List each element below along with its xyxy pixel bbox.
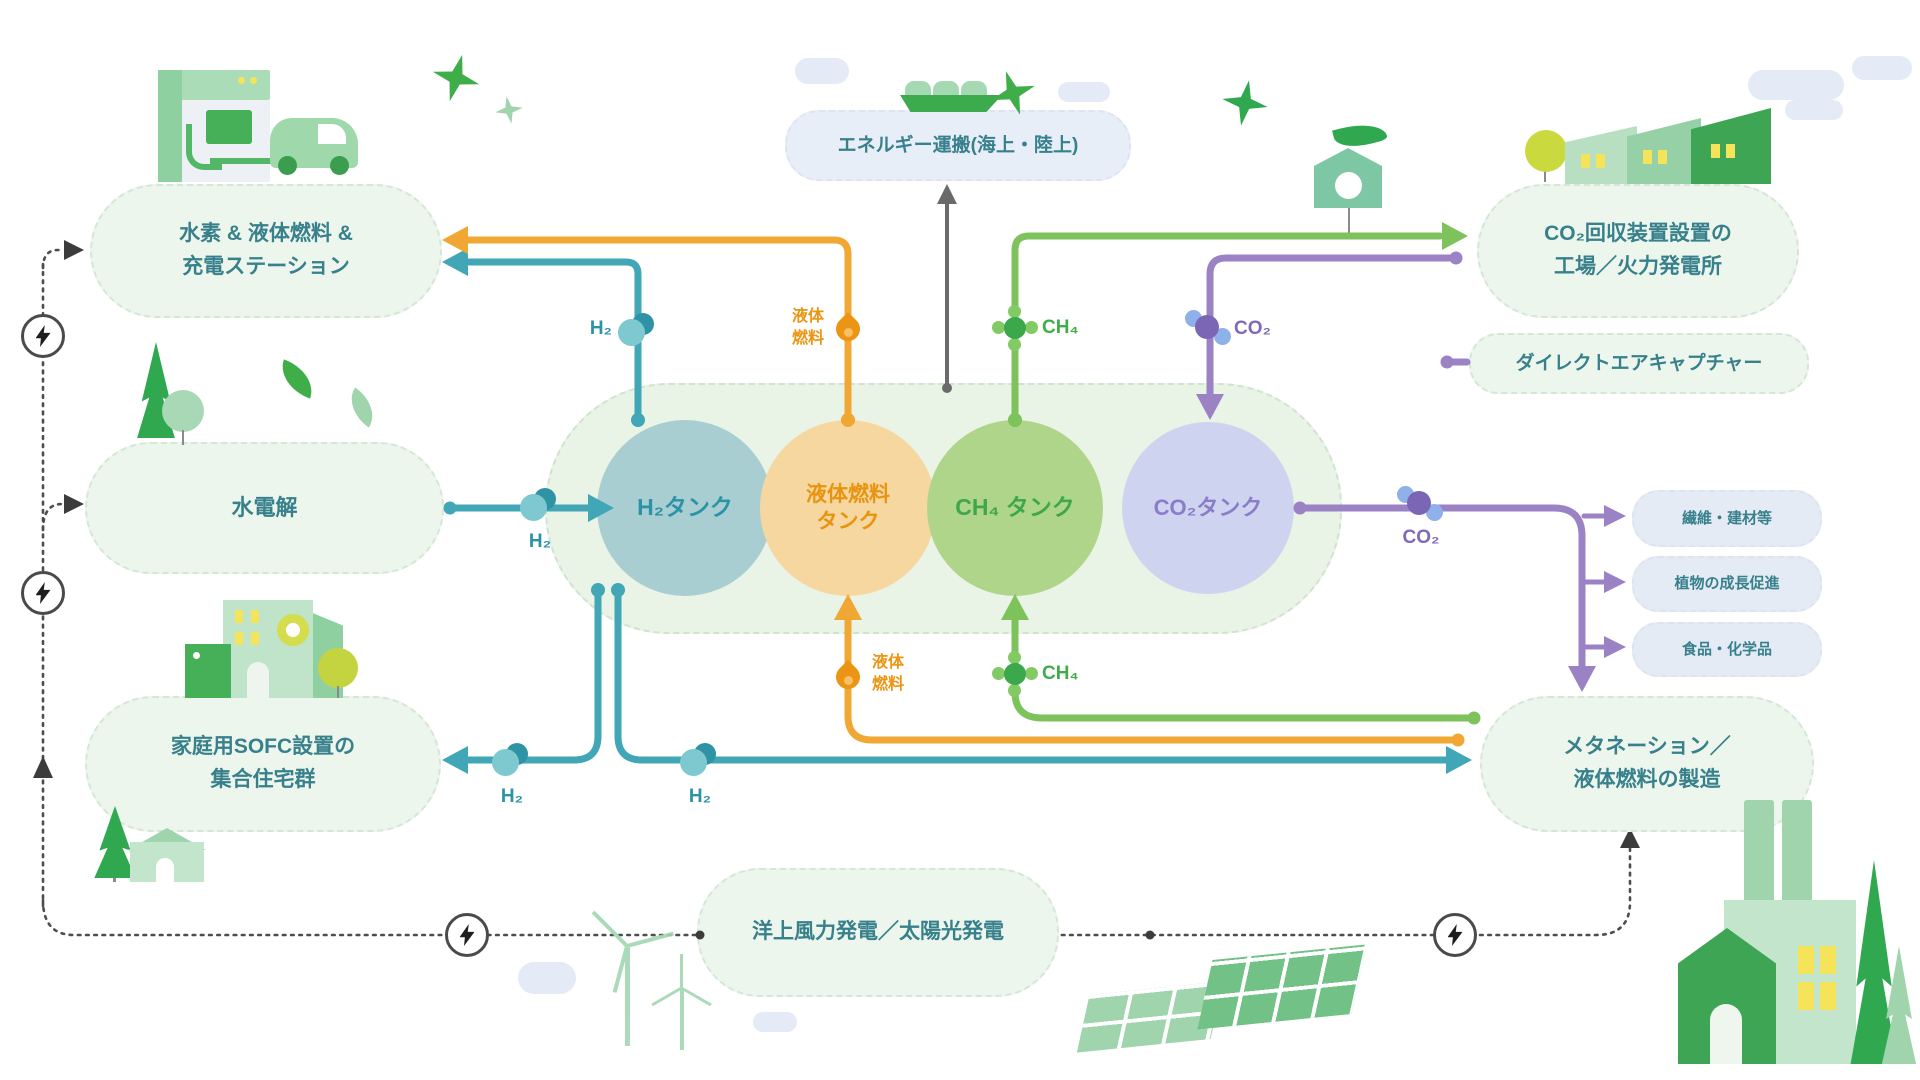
co2-tank: CO₂タンク: [1122, 422, 1294, 594]
h2-tank-label: H₂タンク: [637, 494, 733, 521]
house-illustration: [92, 806, 210, 882]
ch4-molecule-icon: [992, 651, 1038, 697]
liquid-fuel-tank: 液体燃料 タンク: [760, 420, 936, 596]
liquid-fuel-droplet-icon: [831, 309, 865, 347]
h2-molecule-icon: [680, 743, 720, 777]
sofc-label-line1: 家庭用SOFC設置の: [170, 735, 356, 759]
cloud-icon: [1852, 56, 1912, 80]
co2-flow-label: CO₂: [1234, 318, 1271, 339]
ch4-molecule-icon: [992, 305, 1038, 351]
use-box-materials: 繊維・建材等: [1632, 490, 1822, 547]
birdhouse-illustration: [1312, 118, 1392, 236]
co2-molecule-icon: [1185, 310, 1231, 346]
apartments-illustration: [185, 600, 380, 698]
charging-station-illustration: [150, 64, 380, 186]
co2-molecule-icon: [1397, 486, 1443, 522]
ch4-tank-label: CH₄ タンク: [955, 494, 1075, 521]
h2-molecule-icon: [618, 313, 658, 347]
car-wheel: [278, 156, 297, 175]
electricity-icon: [1433, 913, 1477, 957]
ship-illustration: [795, 55, 1015, 115]
co2-flow-label: CO₂: [1402, 527, 1440, 548]
transport-box: エネルギー運搬(海上・陸上): [785, 110, 1131, 181]
ship-hull: [900, 95, 1002, 112]
car-wheel: [330, 156, 349, 175]
liquid-fuel-tank-label-line2: タンク: [816, 510, 880, 533]
renewables-box: 洋上風力発電／太陽光発電: [697, 868, 1059, 997]
use-box-food-chemicals: 食品・化学品: [1632, 622, 1822, 677]
transport-arrow: [937, 184, 957, 393]
liquid-fuel-droplet-icon: [831, 657, 865, 695]
station-label-line2: 充電ステーション: [182, 255, 350, 278]
methanation-label-line1: メタネーション／: [1563, 735, 1731, 759]
h2-molecule-icon: [520, 488, 560, 522]
cloud-icon: [1058, 82, 1110, 102]
co2-factory-label-line2: 工場／火力発電所: [1554, 255, 1722, 278]
use-box-plant-growth: 植物の成長促進: [1632, 556, 1822, 612]
h2-flow-lines: [446, 258, 1450, 764]
use-label-plant-growth: 植物の成長促進: [1674, 575, 1780, 593]
co2-tank-label: CO₂タンク: [1153, 494, 1263, 520]
ch4-flow-label: CH₄: [1042, 663, 1079, 684]
ch4-flow-label: CH₄: [1042, 317, 1079, 338]
co2-factory-label-line1: CO₂回収装置設置の: [1544, 222, 1732, 246]
use-label-food-chemicals: 食品・化学品: [1681, 640, 1772, 658]
h2-flow-label: H₂: [589, 318, 612, 339]
electrolysis-box: 水電解: [85, 442, 444, 574]
arrow-up-into-methanation: [1620, 828, 1640, 848]
ch4-flow-lines: [1011, 232, 1478, 722]
h2-flow-label: H₂: [500, 786, 524, 807]
h2-molecule-icon: [492, 743, 532, 777]
cloud-icon: [795, 58, 849, 84]
sofc-label-line2: 集合住宅群: [210, 768, 316, 791]
liquid-fuel-flow-label: 液体燃料: [872, 654, 905, 693]
station-box: 水素 & 液体燃料 & 充電ステーション: [90, 184, 442, 318]
trees-illustration: [130, 340, 400, 445]
liquid-fuel-flow-label: 液体燃料: [791, 308, 824, 347]
liquid-fuel-tank-label-line1: 液体燃料: [806, 482, 890, 506]
tree-icon: [1525, 130, 1567, 172]
transport-label: エネルギー運搬(海上・陸上): [837, 134, 1079, 156]
use-label-materials: 繊維・建材等: [1681, 509, 1772, 527]
electricity-icon: [445, 913, 489, 957]
dac-box: ダイレクトエアキャプチャー: [1469, 333, 1809, 394]
h2-flow-label: H₂: [688, 786, 712, 807]
ch4-tank: CH₄ タンク: [927, 420, 1103, 596]
electrolysis-label: 水電解: [231, 494, 298, 520]
renewables-label: 洋上風力発電／太陽光発電: [752, 920, 1004, 944]
h2-flow-label: H₂: [528, 531, 552, 552]
station-label-line1: 水素 & 液体燃料 &: [179, 222, 353, 246]
methanation-label-line2: 液体燃料の製造: [1573, 768, 1721, 791]
cloud-icon: [753, 1012, 797, 1032]
dac-label: ダイレクトエアキャプチャー: [1515, 352, 1763, 374]
electricity-icon: [21, 314, 65, 358]
fuel-plant-illustration: [1678, 796, 1920, 1064]
wind-turbines-illustration: [585, 888, 725, 1053]
cloud-icon: [518, 962, 576, 994]
h2-tank: H₂タンク: [597, 420, 773, 596]
sofc-box: 家庭用SOFC設置の 集合住宅群: [85, 696, 441, 832]
co2-factory-box: CO₂回収装置設置の 工場／火力発電所: [1477, 184, 1799, 318]
factory-illustration: [1523, 68, 1858, 184]
liquid-fuel-flow-lines: [454, 236, 1462, 744]
electricity-icon: [21, 571, 65, 615]
